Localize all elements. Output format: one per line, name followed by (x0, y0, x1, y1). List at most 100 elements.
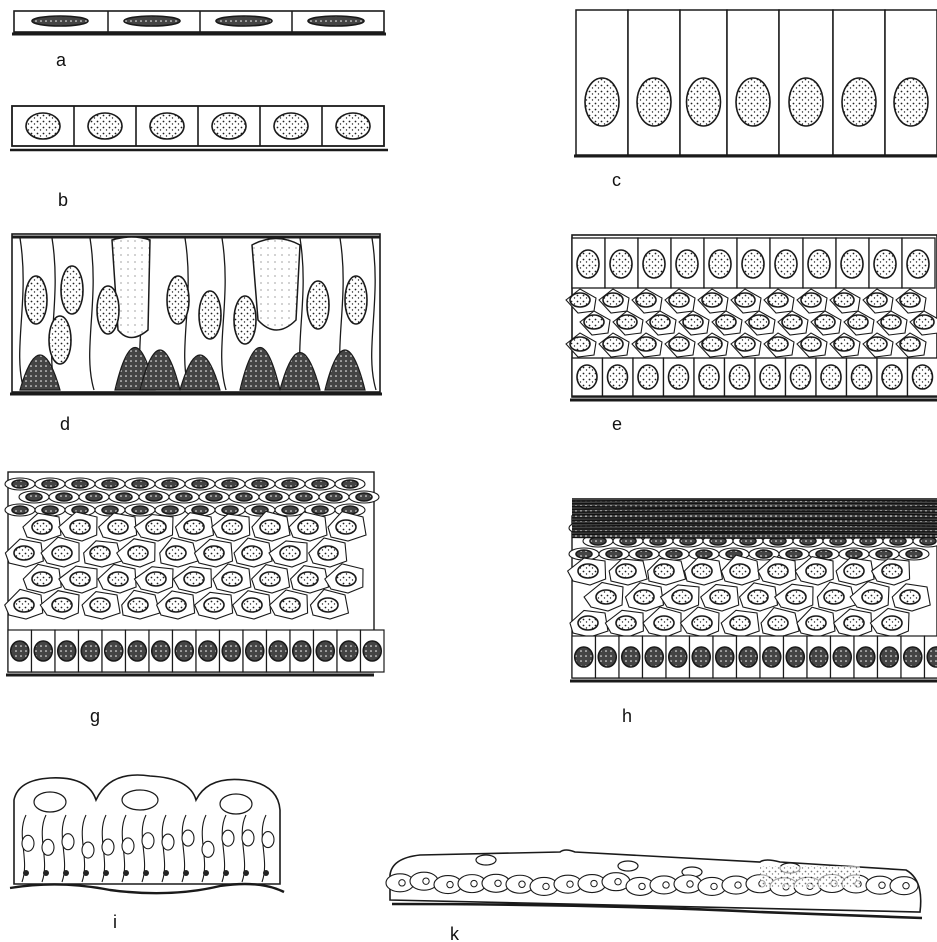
nucleus (162, 480, 178, 488)
nucleus (577, 250, 599, 278)
nucleus (199, 641, 217, 661)
nucleus (70, 520, 90, 534)
nucleus (867, 293, 887, 307)
nucleus (842, 78, 876, 126)
nucleus (748, 590, 768, 604)
nucleus (821, 365, 841, 389)
nucleus (345, 276, 367, 324)
nucleus (900, 293, 920, 307)
nucleus (882, 616, 902, 630)
nucleus (730, 564, 750, 578)
nucleus (638, 365, 658, 389)
nucleus (585, 78, 619, 126)
nucleus (882, 365, 902, 389)
nucleus (834, 337, 854, 351)
nucleus (881, 315, 901, 329)
basal-nucleus (203, 870, 209, 876)
nucleus (399, 880, 405, 886)
panel-simple-columnar (574, 10, 937, 156)
nucleus (603, 337, 623, 351)
nucleus (26, 113, 60, 139)
nucleus (222, 572, 242, 586)
nucleus (184, 572, 204, 586)
nucleus (293, 641, 311, 661)
label-b: b (58, 190, 68, 210)
nucleus (716, 315, 736, 329)
nucleus (312, 480, 328, 488)
nucleus (42, 839, 54, 855)
nucleus (742, 250, 764, 278)
nucleus (844, 616, 864, 630)
umbrella-nucleus (122, 790, 158, 810)
nucleus (312, 506, 328, 514)
nucleus (650, 315, 670, 329)
nucleus (90, 546, 110, 560)
nucleus (12, 506, 28, 514)
nucleus (709, 250, 731, 278)
nucleus (363, 641, 381, 661)
nucleus (128, 598, 148, 612)
nucleus (636, 293, 656, 307)
nucleus (146, 572, 166, 586)
nucleus (711, 883, 717, 889)
nucleus (199, 291, 221, 339)
nucleus (904, 647, 922, 667)
nucleus (97, 286, 119, 334)
nucleus (683, 315, 703, 329)
nucleus (266, 493, 282, 501)
nucleus (876, 550, 892, 558)
nucleus (639, 883, 645, 889)
nucleus (88, 113, 122, 139)
umbrella-nucleus (618, 861, 638, 871)
nucleus (132, 506, 148, 514)
nucleus (108, 520, 128, 534)
nucleus (676, 250, 698, 278)
nucleus (260, 520, 280, 534)
nucleus (801, 293, 821, 307)
nucleus (318, 598, 338, 612)
nucleus (768, 337, 788, 351)
nucleus (622, 647, 640, 667)
nucleus (702, 293, 722, 307)
nucleus (146, 520, 166, 534)
nucleus (102, 480, 118, 488)
nucleus (70, 572, 90, 586)
basal-nucleus (103, 870, 109, 876)
nucleus (52, 598, 72, 612)
nucleus (634, 590, 654, 604)
label-e: e (612, 414, 622, 434)
nucleus (596, 590, 616, 604)
nucleus (62, 834, 74, 850)
label-k: k (450, 924, 460, 942)
nucleus (603, 293, 623, 307)
nucleus (124, 16, 180, 26)
panel-stratified-columnar (566, 235, 937, 400)
nucleus (298, 572, 318, 586)
nucleus (150, 113, 184, 139)
nucleus (576, 550, 592, 558)
nucleus (615, 879, 621, 885)
panel-transitional-relaxed (10, 775, 284, 893)
nucleus (175, 641, 193, 661)
nucleus (236, 493, 252, 501)
nucleus (274, 113, 308, 139)
nucleus (692, 647, 710, 667)
nucleus (815, 315, 835, 329)
nucleus (730, 616, 750, 630)
nucleus (669, 365, 689, 389)
nucleus (833, 647, 851, 667)
panel-stratified-squamous (5, 472, 384, 675)
nucleus (307, 281, 329, 329)
nucleus (204, 546, 224, 560)
nucleus (252, 480, 268, 488)
nucleus (789, 78, 823, 126)
panel-transitional-stretched (386, 850, 922, 918)
nucleus (296, 493, 312, 501)
label-i: i (113, 912, 117, 932)
nucleus (801, 337, 821, 351)
nucleus (166, 546, 186, 560)
nucleus (25, 276, 47, 324)
nucleus (786, 550, 802, 558)
nucleus (906, 550, 922, 558)
nucleus (90, 598, 110, 612)
